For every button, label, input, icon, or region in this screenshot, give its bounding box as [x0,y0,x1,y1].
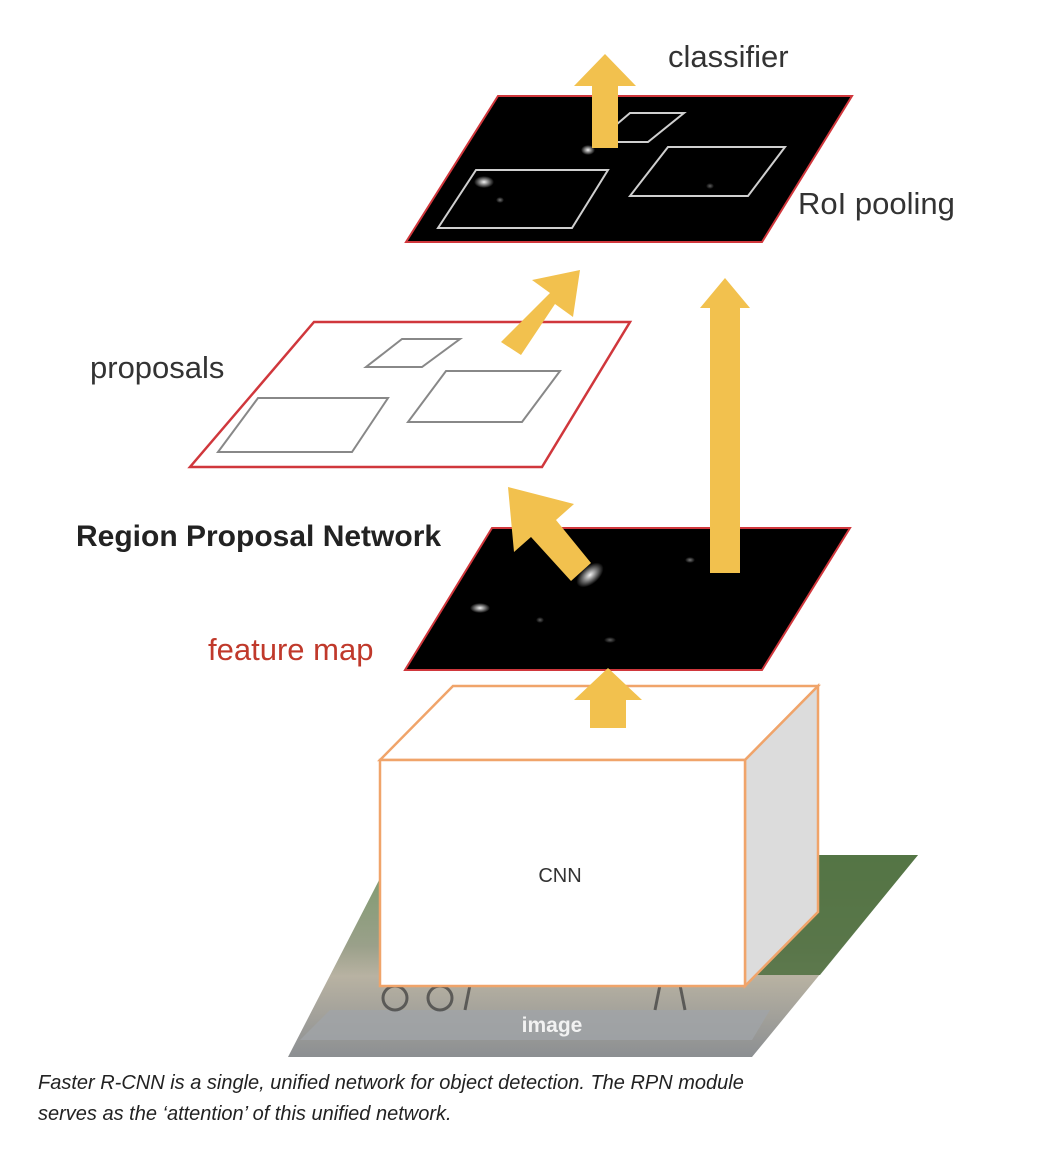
proposals-to-roi-arrow [501,270,580,355]
feature-to-rpn-arrow [508,487,591,581]
figure-caption: Faster R-CNN is a single, unified networ… [38,1068,1028,1130]
caption-line-1: Faster R-CNN is a single, unified networ… [38,1072,744,1094]
roi-pooling-label: RoI pooling [798,186,955,221]
classifier-arrow [574,54,636,148]
image-label: image [522,1014,583,1037]
feature-map-plane [403,527,852,671]
cnn-box [377,682,821,990]
proposals-plane [187,320,633,469]
cnn-label: CNN [538,865,581,887]
roi-pooling-plane [404,95,854,243]
classifier-label: classifier [668,39,789,74]
feature-map-label: feature map [208,632,373,667]
rpn-label: Region Proposal Network [76,520,441,553]
cnn-to-feature-arrow [574,668,642,728]
feature-to-roi-arrow [700,278,750,573]
caption-line-2: serves as the ‘attention’ of this unifie… [38,1103,452,1125]
proposals-label: proposals [90,350,224,385]
